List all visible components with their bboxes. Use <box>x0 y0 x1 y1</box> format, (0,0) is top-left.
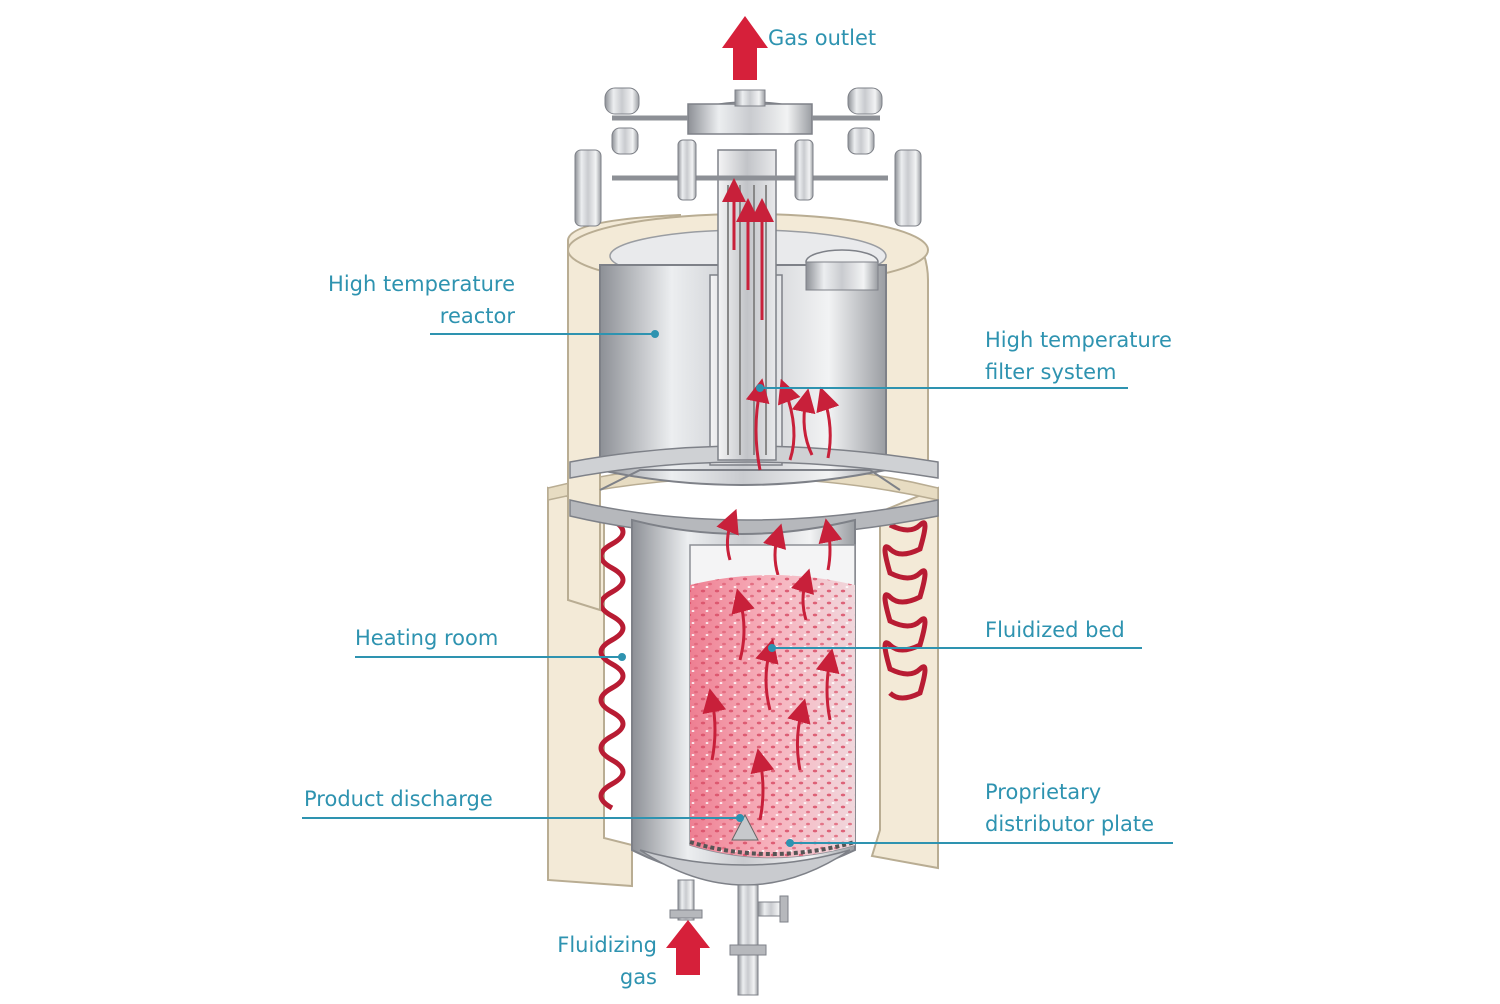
gas-flow-arrows <box>702 178 843 821</box>
reactor-vessel-lower <box>631 518 856 996</box>
product-discharge-label: Product discharge <box>304 787 493 811</box>
fluidizing-gas-arrow <box>666 920 710 975</box>
proprietary-distributor-plate-label: Proprietary distributor plate <box>985 780 1155 836</box>
gas-outlet-arrow <box>722 16 768 80</box>
heating-room-label: Heating room <box>355 626 499 650</box>
fluidizing-gas-label: Fluidizing gas <box>557 933 657 989</box>
gas-outlet-label: Gas outlet <box>768 26 877 50</box>
leader-lines <box>302 330 1173 847</box>
high-temperature-reactor-label: High temperature reactor <box>328 272 515 328</box>
fluidized-bed-label: Fluidized bed <box>985 618 1125 642</box>
high-temperature-filter-system-label: High temperature filter system <box>985 328 1172 384</box>
